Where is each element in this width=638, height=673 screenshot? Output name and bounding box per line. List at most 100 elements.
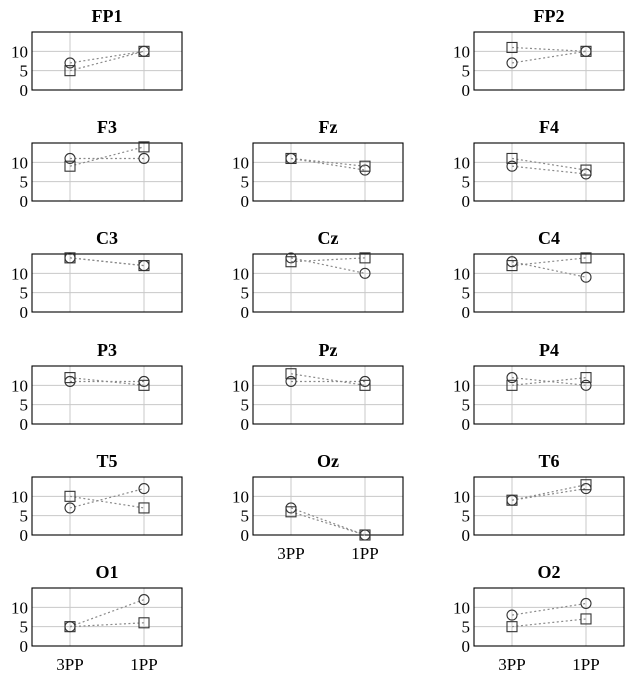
series-line-circle xyxy=(511,165,587,175)
circle-marker xyxy=(64,152,76,165)
y-tick-label: 5 xyxy=(20,618,29,637)
y-tick-label: 5 xyxy=(20,173,29,192)
y-tick-label: 5 xyxy=(462,618,471,637)
series-line-square xyxy=(69,146,145,167)
circle-marker xyxy=(506,57,518,69)
square-marker xyxy=(506,152,518,165)
series-line-circle xyxy=(290,257,366,274)
square-marker xyxy=(138,617,150,629)
y-tick-label: 10 xyxy=(232,264,249,283)
y-tick-label: 0 xyxy=(462,526,471,545)
square-marker xyxy=(580,45,592,57)
plot-frame xyxy=(31,253,183,313)
series-line-square xyxy=(69,50,145,72)
series-line-circle xyxy=(511,602,587,616)
panel-title: Oz xyxy=(317,451,339,471)
y-tick-label: 10 xyxy=(232,487,249,506)
circle-marker xyxy=(580,597,592,610)
panel-title: FP1 xyxy=(92,6,123,26)
series-line-square xyxy=(69,495,145,509)
series-line-square xyxy=(290,257,366,263)
square-marker xyxy=(359,379,371,391)
y-tick-label: 10 xyxy=(11,42,28,61)
panel-title: P4 xyxy=(539,340,559,360)
panel-title: C3 xyxy=(96,228,118,248)
y-tick-label: 5 xyxy=(241,396,250,415)
plot-frame xyxy=(473,587,625,647)
y-tick-label: 5 xyxy=(241,284,250,303)
panel-title: Pz xyxy=(319,340,338,360)
square-marker xyxy=(359,160,371,172)
y-tick-label: 0 xyxy=(462,81,471,100)
square-marker xyxy=(506,260,518,272)
series-line-circle xyxy=(69,50,145,64)
y-tick-label: 10 xyxy=(11,376,28,395)
y-tick-label: 10 xyxy=(11,598,28,617)
y-tick-label: 0 xyxy=(20,637,29,656)
y-tick-label: 5 xyxy=(462,396,471,415)
circle-marker xyxy=(138,594,150,606)
square-marker xyxy=(285,506,297,518)
circle-marker xyxy=(580,271,592,283)
plot-frame xyxy=(473,476,625,536)
series-line-square xyxy=(511,257,587,267)
series-line-square xyxy=(511,46,587,52)
y-tick-label: 5 xyxy=(241,507,250,526)
y-tick-label: 5 xyxy=(20,62,29,81)
y-tick-label: 0 xyxy=(241,192,250,211)
series-line-circle xyxy=(511,261,587,278)
series-line-circle xyxy=(290,157,366,171)
plot-frame xyxy=(252,476,404,536)
x-tick-label: 3PP xyxy=(498,655,525,673)
series-line-square xyxy=(511,618,587,628)
y-tick-label: 10 xyxy=(11,264,28,283)
circle-marker xyxy=(580,379,592,391)
y-tick-label: 5 xyxy=(462,284,471,303)
y-tick-label: 10 xyxy=(453,153,470,172)
y-tick-label: 10 xyxy=(453,42,470,61)
square-marker xyxy=(64,252,76,264)
y-tick-label: 0 xyxy=(241,303,250,322)
y-tick-label: 10 xyxy=(11,487,28,506)
y-tick-label: 0 xyxy=(20,303,29,322)
series-line-square xyxy=(69,257,145,267)
plot-frame xyxy=(31,587,183,647)
x-tick-label: 3PP xyxy=(56,655,83,673)
series-line-square xyxy=(290,511,366,536)
y-tick-label: 10 xyxy=(453,487,470,506)
panel-title: T5 xyxy=(96,451,117,471)
square-marker xyxy=(506,41,518,54)
circle-marker xyxy=(506,160,518,172)
y-tick-label: 0 xyxy=(241,415,250,434)
plot-frame xyxy=(473,253,625,313)
plot-frame xyxy=(473,365,625,425)
square-marker xyxy=(506,621,518,633)
y-tick-label: 0 xyxy=(462,303,471,322)
square-marker xyxy=(285,256,297,268)
panel-title: O2 xyxy=(537,562,560,582)
series-line-circle xyxy=(511,50,587,64)
y-tick-label: 10 xyxy=(453,264,470,283)
series-line-square xyxy=(511,377,587,386)
circle-marker xyxy=(64,57,76,69)
series-line-square xyxy=(69,622,145,628)
y-tick-label: 0 xyxy=(20,415,29,434)
square-marker xyxy=(64,65,76,77)
circle-marker xyxy=(138,483,150,495)
square-marker xyxy=(285,152,297,165)
square-marker xyxy=(64,490,76,502)
series-line-circle xyxy=(511,488,587,501)
plot-frame xyxy=(252,253,404,313)
